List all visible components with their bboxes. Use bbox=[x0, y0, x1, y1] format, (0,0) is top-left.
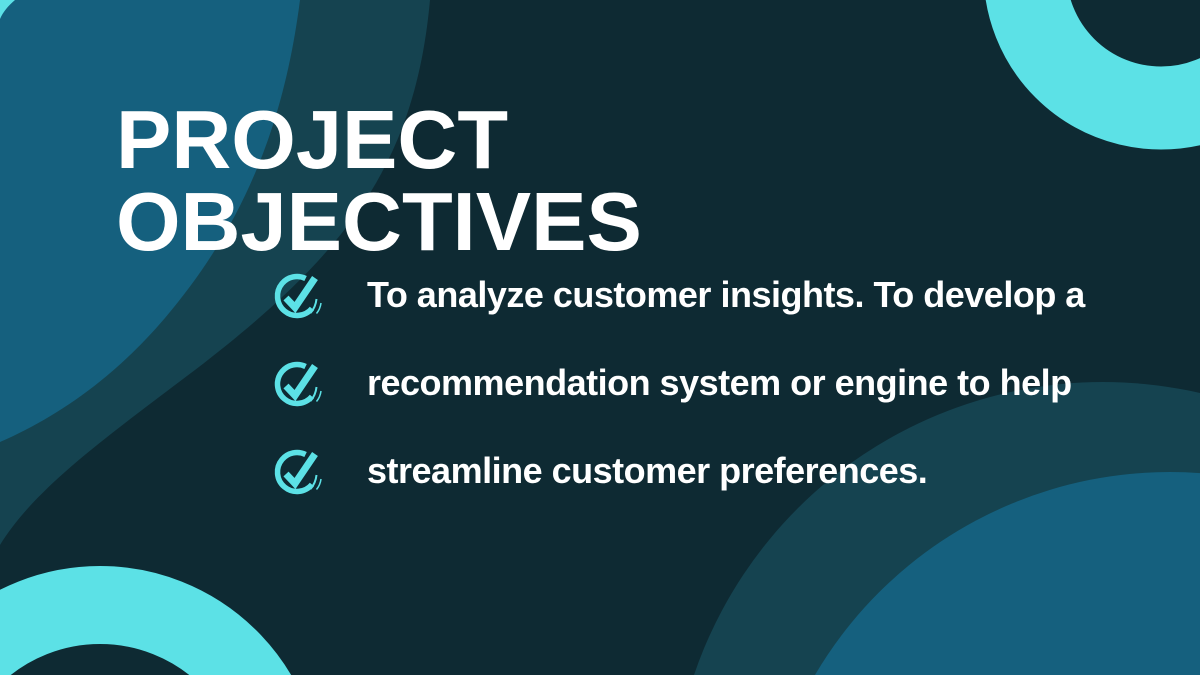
check-icon bbox=[274, 449, 322, 495]
slide-title-line2: OBJECTIVES bbox=[116, 175, 642, 268]
list-item-text: streamline customer preferences. bbox=[367, 450, 928, 491]
check-speedline bbox=[309, 386, 318, 402]
objectives-list: To analyze customer insights. To develop… bbox=[272, 251, 1085, 515]
bottom-left-cyan-ring bbox=[0, 566, 292, 675]
bottom-right-teal-circle bbox=[815, 472, 1200, 675]
list-item-text: recommendation system or engine to help bbox=[367, 362, 1072, 403]
check-icon bbox=[274, 273, 322, 319]
check-speedline bbox=[315, 302, 322, 314]
check-circle-stroke bbox=[274, 449, 320, 495]
top-left-teal-shape bbox=[0, 0, 300, 442]
list-item: recommendation system or engine to help bbox=[272, 339, 1085, 427]
check-speedline bbox=[309, 298, 318, 314]
check-circle-stroke bbox=[274, 361, 320, 407]
check-speedline bbox=[315, 478, 322, 490]
check-circle-stroke bbox=[274, 273, 320, 319]
slide-title: PROJECT OBJECTIVES bbox=[116, 93, 642, 268]
list-item: To analyze customer insights. To develop… bbox=[272, 251, 1085, 339]
check-speedline bbox=[315, 390, 322, 402]
slide-title-line1: PROJECT bbox=[116, 93, 509, 186]
check-mark-stroke bbox=[283, 364, 318, 402]
top-right-cyan-ring bbox=[985, 0, 1200, 150]
check-icon bbox=[274, 361, 322, 407]
list-item: streamline customer preferences. bbox=[272, 427, 1085, 515]
check-mark-stroke bbox=[283, 276, 318, 314]
top-left-corner-cyan-wedge bbox=[0, 0, 15, 19]
list-item-text: To analyze customer insights. To develop… bbox=[367, 274, 1085, 315]
check-mark-stroke bbox=[283, 452, 318, 490]
check-speedline bbox=[309, 474, 318, 490]
